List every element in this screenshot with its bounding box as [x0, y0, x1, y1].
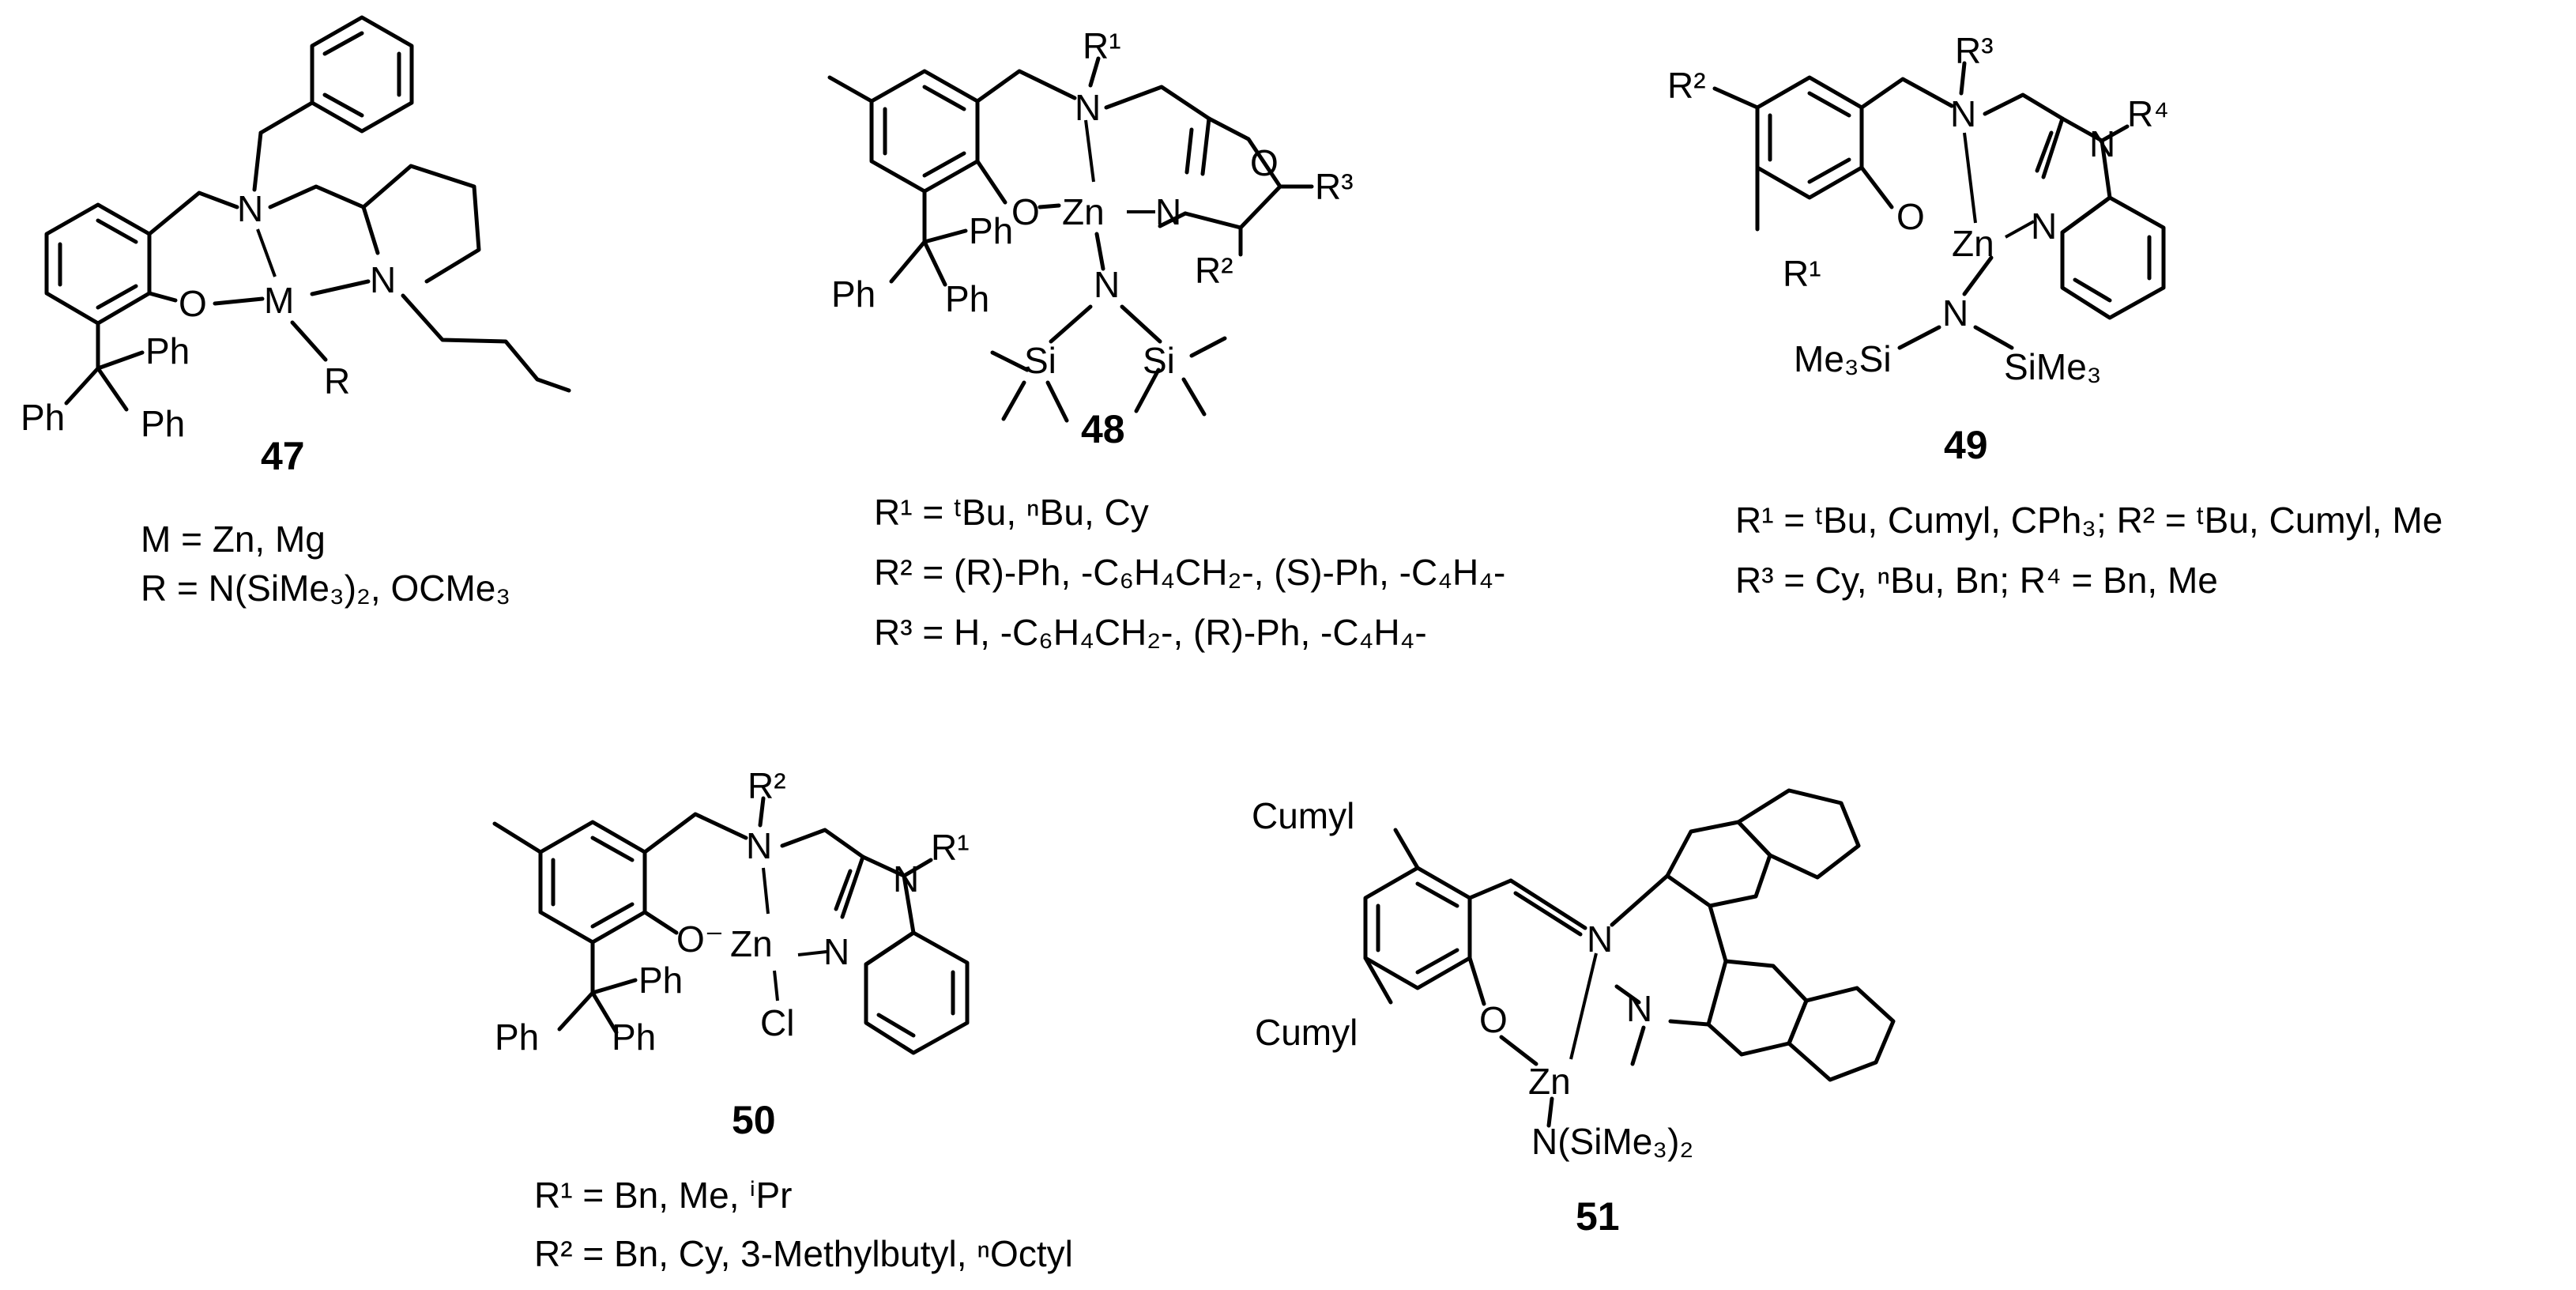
- atom-zn: Zn: [1952, 223, 1994, 264]
- caption-47-line-1: M = Zn, Mg: [141, 519, 326, 560]
- caption-48-line-3: R³ = H, -C₆H₄CH₂-, (R)-Ph, -C₄H₄-: [874, 612, 1427, 653]
- atom-n-imidazole: N: [2031, 206, 2057, 247]
- compound-49: R² R¹ R³ R⁴ N O Zn N N N Me₃Si SiMe₃ 49 …: [1667, 30, 2442, 601]
- compound-number-49: 49: [1944, 423, 1988, 467]
- atom-n-amine: N: [1075, 87, 1101, 128]
- r3-label: R³: [1315, 166, 1354, 207]
- atom-r: R: [324, 360, 350, 402]
- atom-n-imidazole-2: N: [2089, 123, 2115, 164]
- phenyl-a: Ph: [638, 960, 683, 1001]
- atom-zn: Zn: [1062, 191, 1105, 232]
- atom-n-amine: N: [746, 825, 772, 866]
- atom-n-imidazole: N: [823, 931, 849, 972]
- r1-label: R¹: [1083, 25, 1121, 66]
- atom-n1: N: [237, 188, 263, 229]
- compound-47: N N O M R Ph Ph Ph 47 M = Zn, Mg R = N(S…: [21, 15, 571, 609]
- compound-number-47: 47: [261, 434, 305, 478]
- compound-number-51: 51: [1576, 1194, 1620, 1239]
- phenyl-b: Ph: [495, 1017, 539, 1058]
- r2-label: R²: [1195, 250, 1233, 291]
- caption-49-line-1: R¹ = ᵗBu, Cumyl, CPh₃; R² = ᵗBu, Cumyl, …: [1735, 500, 2442, 541]
- phenyl-a: Ph: [145, 330, 190, 372]
- phenyl-b: Ph: [21, 397, 65, 438]
- amide-label: N(SiMe₃)₂: [1531, 1121, 1693, 1162]
- atom-o-phenol: O: [1011, 191, 1040, 232]
- atom-n-imidazole-2: N: [893, 858, 919, 900]
- caption-50-line-1: R¹ = Bn, Me, ⁱPr: [534, 1175, 792, 1216]
- r2-label: R²: [1667, 65, 1706, 106]
- atom-cl: Cl: [760, 1002, 794, 1043]
- compound-number-48: 48: [1081, 407, 1125, 451]
- phenyl-c: Ph: [141, 403, 185, 444]
- trimethylsilyl-left: Me₃Si: [1794, 338, 1892, 379]
- r4-label: R⁴: [2127, 93, 2169, 134]
- compound-48: R¹ N O Zn N O R² R³ N Si Si Ph Ph Ph 48 …: [827, 25, 1505, 653]
- atom-si-b: Si: [1143, 340, 1175, 381]
- atom-zn: Zn: [1528, 1061, 1571, 1102]
- atom-n-oxazoline: N: [1155, 191, 1181, 232]
- atom-n-imine: N: [1587, 918, 1613, 960]
- caption-47-line-2: R = N(SiMe₃)₂, OCMe₃: [141, 568, 510, 609]
- phenyl-a: Ph: [969, 210, 1013, 251]
- atom-n-amide: N: [1942, 292, 1968, 334]
- caption-48-line-1: R¹ = ᵗBu, ⁿBu, Cy: [874, 492, 1149, 533]
- compound-number-50: 50: [732, 1098, 776, 1142]
- atom-n-amine: N: [1950, 93, 1976, 134]
- r1-label: R¹: [931, 827, 970, 868]
- atom-n2: N: [370, 259, 396, 300]
- atom-o: O: [1479, 999, 1508, 1040]
- atom-o: O: [1896, 196, 1925, 237]
- caption-48-line-2: R² = (R)-Ph, -C₆H₄CH₂-, (S)-Ph, -C₄H₄-: [874, 552, 1505, 593]
- compound-51: Cumyl Cumyl N O Zn N N(SiMe₃)₂ 51: [1252, 788, 1896, 1239]
- r1-label: R¹: [1783, 253, 1821, 294]
- atom-o: O: [179, 283, 207, 324]
- phenyl-c: Ph: [945, 278, 989, 319]
- r2-label: R²: [748, 765, 786, 806]
- compound-50: R² R¹ N O⁻ Zn N N Cl Ph Ph Ph 50 R¹ = Bn…: [492, 765, 1073, 1274]
- phenyl-b: Ph: [831, 273, 876, 315]
- atom-o: O⁻: [676, 918, 724, 960]
- trimethylsilyl-right: SiMe₃: [2004, 346, 2102, 387]
- atom-o-oxazoline: O: [1250, 142, 1279, 183]
- caption-49-line-2: R³ = Cy, ⁿBu, Bn; R⁴ = Bn, Me: [1735, 560, 2218, 601]
- atom-n-amide: N: [1094, 264, 1120, 305]
- atom-n-dimethylamino: N: [1626, 988, 1652, 1029]
- caption-50-line-2: R² = Bn, Cy, 3-Methylbutyl, ⁿOctyl: [534, 1233, 1073, 1274]
- r3-label: R³: [1955, 30, 1994, 71]
- cumyl-top: Cumyl: [1252, 795, 1354, 836]
- atom-zn: Zn: [730, 923, 773, 964]
- atom-m: M: [264, 280, 294, 321]
- cumyl-bottom: Cumyl: [1255, 1012, 1358, 1053]
- phenyl-c: Ph: [612, 1017, 656, 1058]
- atom-si-a: Si: [1024, 340, 1056, 381]
